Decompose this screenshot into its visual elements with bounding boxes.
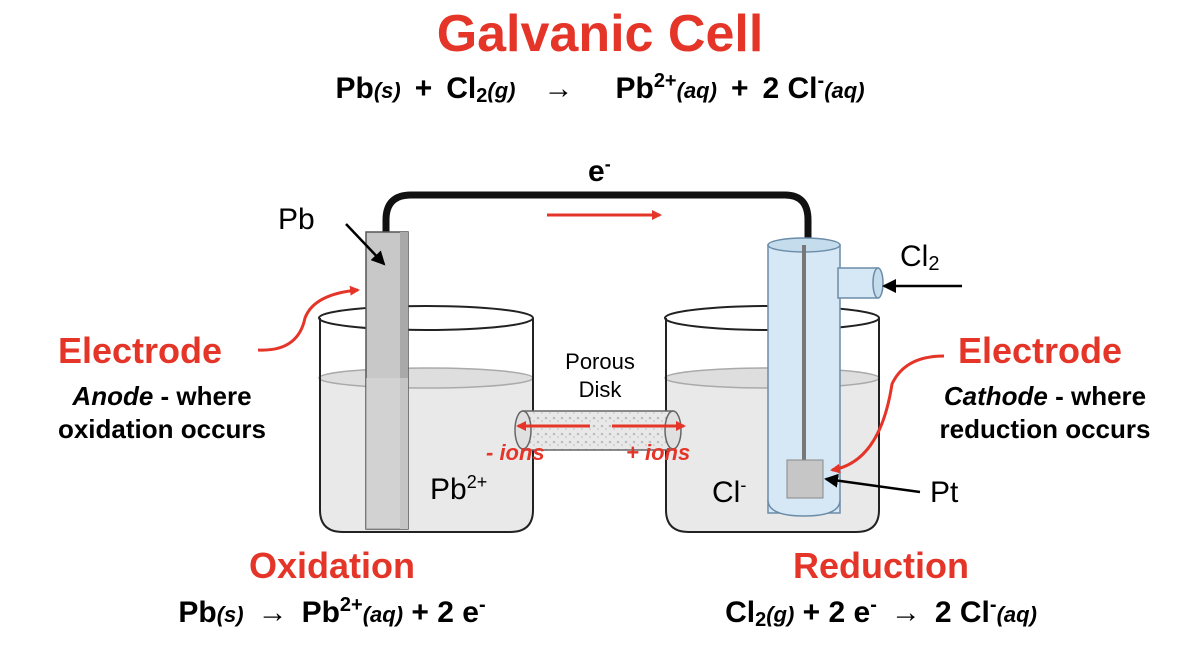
pt-label: Pt [930,476,959,509]
pt-pointer-arrow [824,473,921,494]
overall-reaction: Pb(s)+Cl2(g)→Pb2+(aq)+2 Cl-(aq) [335,70,865,107]
pb-electrode [365,231,409,530]
pt-electrode [786,459,824,499]
pb-electrode-label: Pb [278,203,315,236]
porous-disk [514,410,682,451]
cl-ion-label: Cl- [712,475,747,509]
neg-ions-label: - ions [486,440,545,465]
cathode-heading: Electrode [958,330,1123,371]
reduction-equation: Cl2(g) + 2 e-→2 Cl-(aq) [725,594,1037,631]
left-beaker [318,305,534,533]
pb-pointer-arrow [345,223,386,266]
diagram-title: Galvanic Cell [436,5,764,63]
external-wire [382,191,812,245]
oxidation-heading: Oxidation [248,545,415,586]
cathode-description: Cathode - where reduction occurs [939,381,1151,444]
cl2-gas-label: Cl2 [900,240,940,275]
pb-ion-label: Pb2+ [430,472,488,506]
porous-disk-label: Porous Disk [565,349,635,402]
oxidation-equation: Pb(s)→Pb2+(aq) + 2 e- [178,594,486,629]
anode-description: Anode - where oxidation occurs [57,381,267,444]
anode-heading: Electrode [58,330,223,371]
anode-pointer-arrow [257,285,360,352]
cathode-pointer-arrow [830,354,945,474]
electron-label: e- [588,154,611,188]
reduction-heading: Reduction [793,545,969,586]
pos-ions-label: + ions [626,440,691,465]
